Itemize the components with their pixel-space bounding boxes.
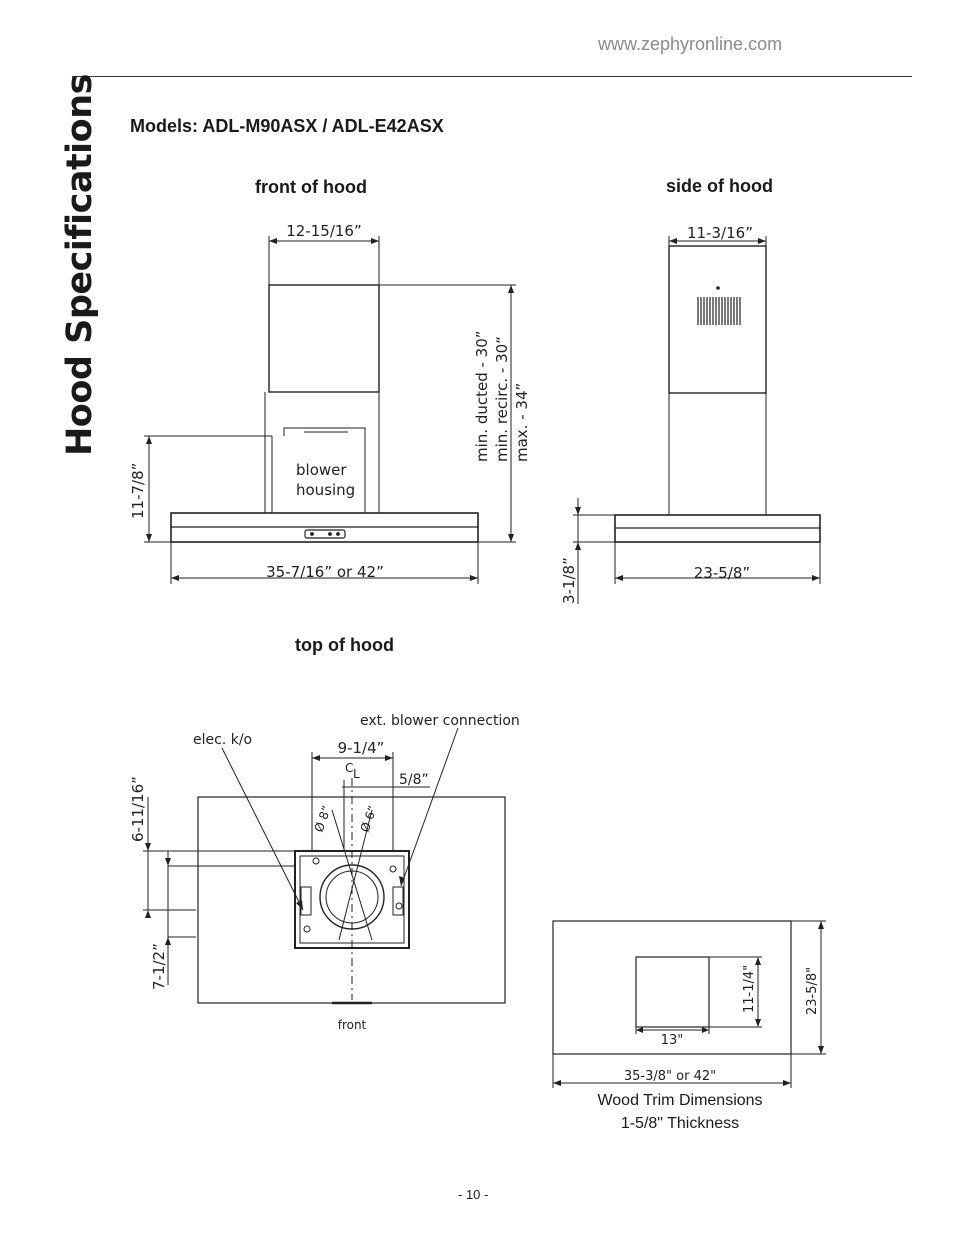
page-number: - 10 - [458, 1187, 489, 1202]
canopy-depth-label: 23-5/8” [694, 564, 750, 582]
wood-trim-caption-line1: Wood Trim Dimensions [597, 1092, 763, 1109]
dia-6-label: Ø 6” [358, 804, 380, 834]
wood-trim-caption-line2: 1-5/8" Thickness [620, 1115, 740, 1132]
header-rule [72, 76, 912, 77]
top-view-drawing [143, 727, 506, 1005]
wood-trim-drawing [552, 920, 826, 1088]
centerline-l: L [353, 767, 360, 781]
height-recirc-label: min. recirc. - 30“ [493, 336, 511, 462]
height-ducted-label: min. ducted - 30” [473, 330, 491, 462]
canopy-width-label: 35-7/16” or 42” [266, 563, 384, 581]
trim-opening-height-label: 11-1/4" [742, 965, 757, 1013]
dia-8-label: Ø 8” [312, 804, 334, 834]
blower-housing-line2: housing [296, 481, 355, 499]
trim-outer-width-label: 35-3/8" or 42" [624, 1069, 716, 1084]
front-offset-label: 7-1/2” [150, 943, 168, 990]
opening-width-label: 9-1/4” [338, 739, 385, 757]
blower-housing-line1: blower [296, 461, 347, 479]
side-view-drawing [573, 236, 821, 604]
ext-blower-label: ext. blower connection [360, 713, 520, 729]
offset-label: 5/8” [399, 772, 429, 788]
chimney-depth-label: 11-3/16” [687, 224, 753, 242]
models-heading: Models: ADL-M90ASX / ADL-E42ASX [130, 116, 444, 136]
side-view-heading: side of hood [666, 176, 773, 196]
height-max-label: max. - 34” [513, 383, 531, 462]
side-height-label: 11-7/8” [129, 463, 147, 519]
chimney-width-label: 12-15/16” [286, 222, 362, 240]
front-view-heading: front of hood [255, 177, 367, 197]
top-view-heading: top of hood [295, 635, 394, 655]
trim-opening-width-label: 13" [661, 1033, 684, 1048]
elec-ko-label: elec. k/o [193, 732, 252, 748]
back-offset-label: 6-11/16” [129, 776, 147, 842]
website-url: www.zephyronline.com [598, 34, 783, 54]
centerline-c: C [345, 761, 353, 775]
front-label: front [338, 1018, 367, 1032]
front-view-drawing [144, 236, 516, 584]
canopy-thickness-label: 3-1/8” [560, 557, 578, 604]
trim-outer-depth-label: 23-5/8" [805, 967, 820, 1015]
